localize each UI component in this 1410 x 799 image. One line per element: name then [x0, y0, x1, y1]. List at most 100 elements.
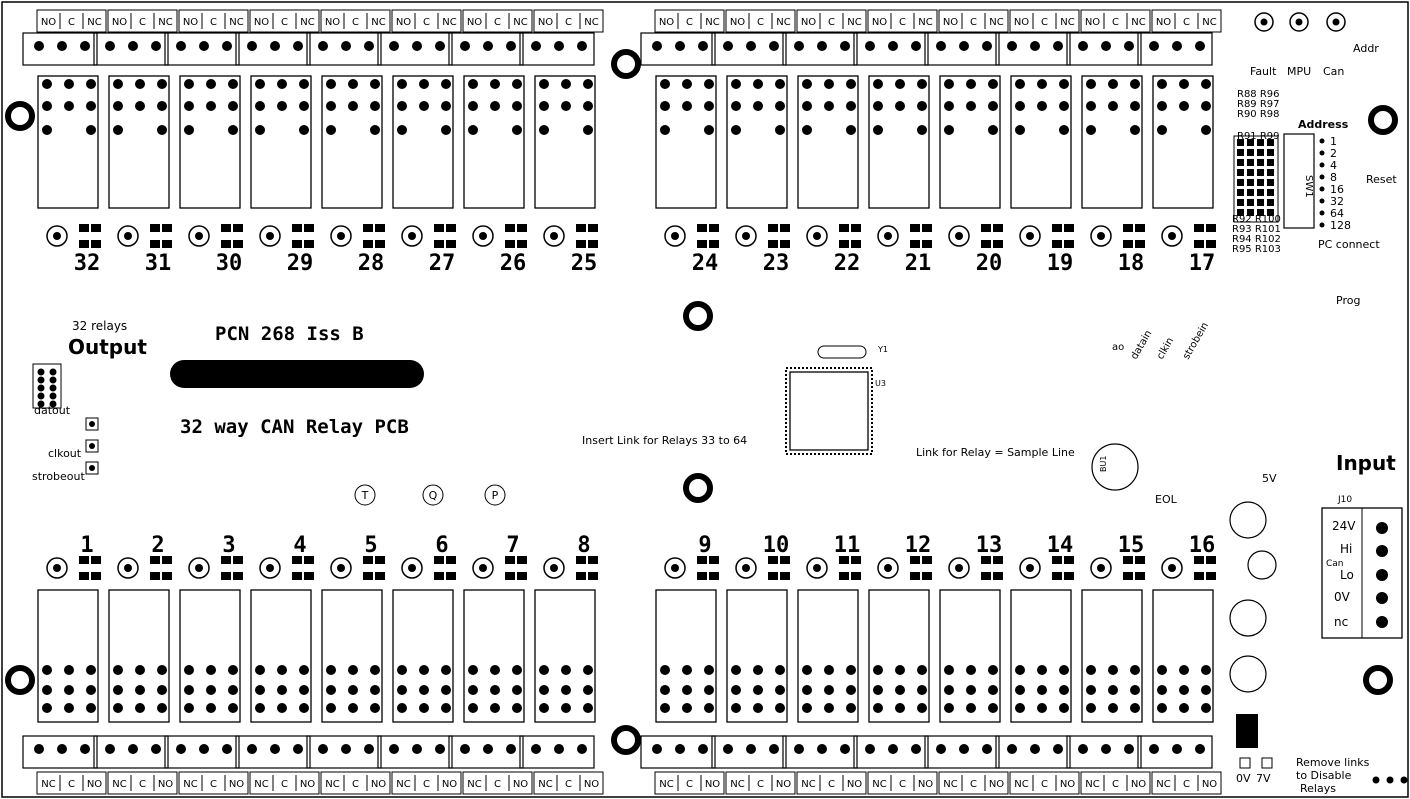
relay-pin [1086, 79, 1096, 89]
smd-pad [162, 556, 172, 564]
terminal-label: NC [776, 17, 790, 28]
connector-body [1137, 32, 1213, 66]
testpoint-letter: Q [429, 489, 438, 502]
relay-pin [1179, 685, 1189, 695]
smd-pad [1064, 240, 1074, 248]
terminal-label: NO [1085, 17, 1100, 28]
relay-pin [441, 665, 451, 675]
indicator-led [735, 225, 757, 247]
u3-label: U3 [875, 379, 886, 388]
indicator-led [401, 225, 423, 247]
smd-pad [922, 572, 932, 580]
terminal-label-box [1080, 9, 1151, 33]
relay-pin [895, 79, 905, 89]
relay-pin [1037, 79, 1047, 89]
terminal-label: C [139, 17, 146, 28]
relay-pin [561, 703, 571, 713]
relay-pin [873, 665, 883, 675]
status-led [1254, 12, 1274, 32]
relay-pin [561, 685, 571, 695]
buzzer [1091, 443, 1139, 491]
relay-number: 32 [74, 251, 101, 276]
indicator-led-center [671, 232, 679, 240]
screw-terminal [1195, 41, 1205, 51]
relay-number: 25 [571, 251, 598, 276]
terminal-label: NO [254, 17, 269, 28]
relay-pin [775, 703, 785, 713]
terminal-label: NC [467, 779, 481, 790]
relay-body [250, 589, 312, 723]
relay-number: 3 [222, 533, 235, 558]
indicator-led [472, 557, 494, 579]
testpoint-dot [89, 443, 95, 449]
relay-pin [1130, 79, 1140, 89]
relay-pin [1015, 101, 1025, 111]
screw-terminal [794, 744, 804, 754]
screw-terminal [652, 744, 662, 754]
relay-pin [731, 79, 741, 89]
address-dot [1319, 162, 1325, 168]
screw-terminal [698, 41, 708, 51]
relay-pin [42, 665, 52, 675]
terminal-label-box [178, 9, 249, 33]
relay-pin [512, 101, 522, 111]
strobeout-label: strobeout [32, 470, 86, 483]
relay-pin [135, 101, 145, 111]
relay-pin [277, 685, 287, 695]
relay-pin [42, 125, 52, 135]
smd-pad [1206, 572, 1216, 580]
screw-terminal [483, 41, 493, 51]
connector-body [924, 32, 1000, 66]
relay-pin [1059, 125, 1069, 135]
relay-pin [1179, 665, 1189, 675]
indicator-led-center [1168, 564, 1176, 572]
relay-pin [228, 79, 238, 89]
relay-pin [1108, 685, 1118, 695]
smd-pad [1257, 189, 1264, 196]
relay-body [726, 589, 788, 723]
relay-pin [1130, 665, 1140, 675]
indicator-led-center [124, 232, 132, 240]
mounting-hole [611, 725, 641, 755]
relay-pin [1201, 101, 1211, 111]
terminal-label: NO [705, 779, 720, 790]
relay-pin [348, 79, 358, 89]
relay-pin [113, 665, 123, 675]
terminal-label: NO [158, 779, 173, 790]
connector-body [782, 735, 858, 769]
relay-pin [441, 703, 451, 713]
electrolytic-capacitor [1229, 599, 1267, 637]
mounting-hole [1368, 105, 1398, 135]
connector-body [22, 735, 98, 769]
terminal-label-box [1151, 9, 1222, 33]
testpoint-marker [484, 484, 506, 506]
relay-pin [42, 703, 52, 713]
smd-pad [839, 572, 849, 580]
relay-pin [583, 101, 593, 111]
smd-pad [304, 556, 314, 564]
smd-pad [375, 556, 385, 564]
smd-pad [1257, 149, 1264, 156]
relay-pin [86, 125, 96, 135]
terminal-label: NO [513, 779, 528, 790]
smd-pad [505, 224, 515, 232]
relay-number: 6 [435, 533, 448, 558]
smd-pad [1267, 209, 1274, 216]
relay-pin [561, 665, 571, 675]
smd-pad [576, 556, 586, 564]
terminal-label: NC [1060, 17, 1074, 28]
bu1-label: BU1 [1099, 456, 1108, 472]
screw-terminal [865, 41, 875, 51]
address-resistor-label: R90 R98 [1237, 109, 1280, 120]
smd-pad [1237, 159, 1244, 166]
terminal-label-box [391, 9, 462, 33]
relay-pin [1086, 703, 1096, 713]
relay-number: 12 [905, 533, 932, 558]
smd-pad [505, 556, 515, 564]
indicator-led [472, 225, 494, 247]
smd-pad [697, 240, 707, 248]
terminal-label: NC [112, 779, 126, 790]
relay-pin [1157, 101, 1167, 111]
screw-terminal [911, 744, 921, 754]
smd-pad [922, 224, 932, 232]
